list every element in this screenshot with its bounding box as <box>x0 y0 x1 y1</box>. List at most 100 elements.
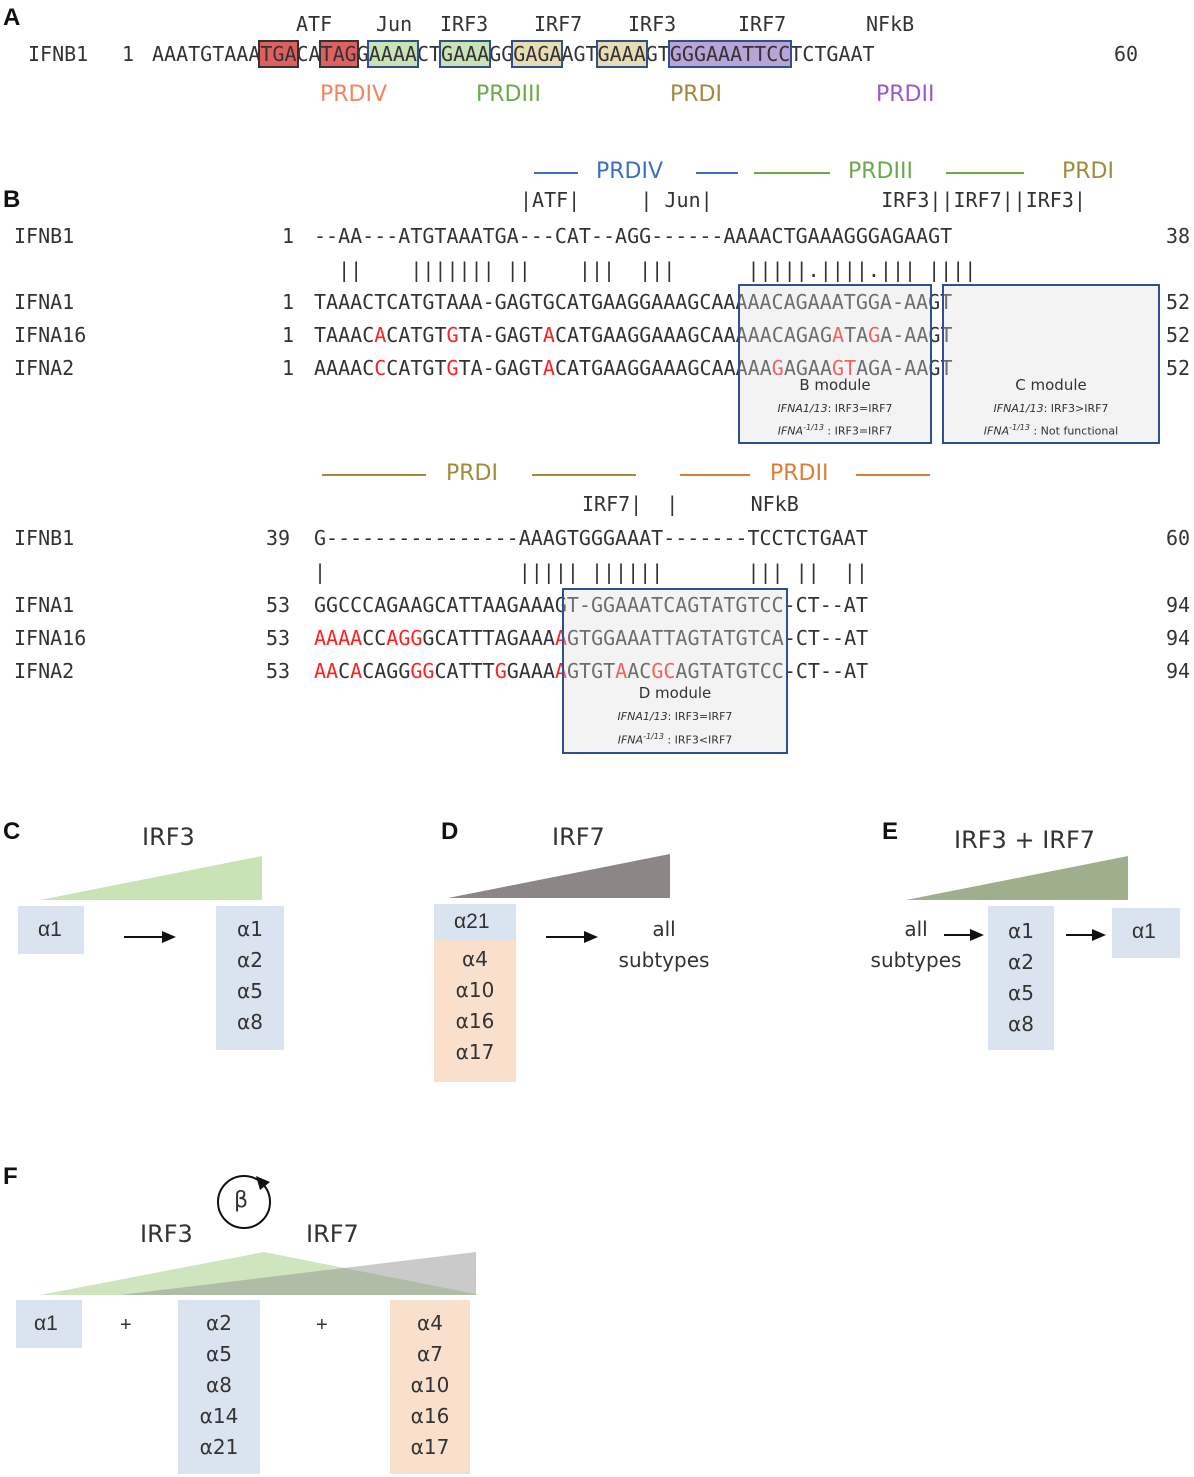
d-peach-box <box>434 940 516 1082</box>
b2-tf-labels: IRF7| | NFkB <box>582 492 799 516</box>
f-plus-1: + <box>120 1314 132 1336</box>
d-title: IRF7 <box>552 823 605 851</box>
tf-label-jun: Jun <box>376 12 413 36</box>
d-top-alpha21: α21 <box>454 910 490 933</box>
b1-seq-ifnb1: --AA---ATGTAAATGA---CAT--AGG------AAAACT… <box>314 224 953 248</box>
b-region-prdii: PRDII <box>770 461 829 486</box>
b-module-box: B module IFNA1/13: IRF3=IRF7 IFNA-1/13 :… <box>738 284 932 444</box>
c-irf3-gradient <box>40 856 262 900</box>
f-g1-alpha1: α1 <box>34 1312 58 1335</box>
panel-a-gene: IFNB1 <box>28 42 89 66</box>
c-left-box <box>18 906 84 954</box>
e-end-box <box>1112 908 1180 958</box>
b-module-title: B module <box>799 376 871 394</box>
e-mid-box <box>988 906 1054 1050</box>
irf3-site-2: GAGA <box>511 40 564 68</box>
tf-label-irf7: IRF7 <box>534 12 583 36</box>
panel-label-f: F <box>3 1163 18 1190</box>
b1-gene-ifna16: IFNA16 <box>14 323 87 347</box>
d-irf7-gradient <box>448 854 670 898</box>
d-module-title: D module <box>638 684 712 702</box>
c-title: IRF3 <box>142 823 195 851</box>
b-region-prdi: PRDI <box>1062 159 1114 184</box>
b2-start-ifna1: 53 <box>266 593 291 617</box>
b2-gene-ifna16: IFNA16 <box>14 626 87 650</box>
f-g1-box <box>16 1300 82 1348</box>
prdiv-bar-right <box>696 172 738 174</box>
panel-a-start: 1 <box>122 42 135 66</box>
b-module-line1: IFNA1/13: IRF3=IRF7 <box>777 402 893 415</box>
b-tf-labels: |ATF| | Jun| IRF3||IRF7||IRF3| <box>520 188 1086 212</box>
tf-label-irf3-2: IRF3 <box>628 12 677 36</box>
e-end-alpha1: α1 <box>1132 920 1156 943</box>
irf7-site-2: GAAA <box>595 40 648 68</box>
d-module-box: D module IFNA1/13: IRF3=IRF7 IFNA-1/13 :… <box>562 588 788 754</box>
beta-symbol: β <box>234 1188 249 1213</box>
b1-start-ifna1: 1 <box>282 290 295 314</box>
b1-end-ifnb1: 38 <box>1166 224 1191 248</box>
jun-site: TAG <box>318 40 359 68</box>
b2-gene-ifnb1: IFNB1 <box>14 526 75 550</box>
d-module-line1: IFNA1/13: IRF3=IRF7 <box>617 710 733 723</box>
b1-end-ifna16: 52 <box>1166 323 1191 347</box>
panel-a-sequence: AAATGTAAATGACATAGGAAAACTGAAAGGGAGAAGTGAA… <box>152 40 875 68</box>
b2-start-ifna16: 53 <box>266 626 291 650</box>
b1-start-ifna2: 1 <box>282 356 295 380</box>
tf-label-atf: ATF <box>296 12 333 36</box>
region-prdi: PRDI <box>670 82 722 107</box>
b1-seq-ifna16: TAAACACATGTGTA-GAGTACATGAAGGAAAGCAAAAACA… <box>314 323 953 347</box>
prdi-bar-right <box>532 474 636 476</box>
panel-label-d: D <box>441 818 459 845</box>
panel-label-c: C <box>3 818 21 845</box>
d-top-box <box>434 904 516 940</box>
prdiii-bar-left <box>754 172 830 174</box>
b1-match-line: || ||||||| || ||| ||| |||||.||||.||| |||… <box>314 258 977 282</box>
c-module-box: C module IFNA1/13: IRF3>IRF7 IFNA-1/13 :… <box>942 284 1160 444</box>
b1-start-ifnb1: 1 <box>282 224 295 248</box>
c-arrow-icon <box>124 931 176 943</box>
e-title: IRF3 + IRF7 <box>954 826 1096 854</box>
b2-end-ifnb1: 60 <box>1166 526 1191 550</box>
b2-gene-ifna1: IFNA1 <box>14 593 75 617</box>
b2-seq-ifna16: AAAACCAGGGCATTTAGAAAAGTGGAAATTAGTATGTCA-… <box>314 626 869 650</box>
irf7-site: GAAA <box>439 40 492 68</box>
f-g2-box <box>178 1300 260 1474</box>
b1-seq-ifna1: TAAACTCATGTAAA-GAGTGCATGAAGGAAAGCAAAAACA… <box>314 290 953 314</box>
f-irf7-label: IRF7 <box>306 1220 359 1248</box>
b2-match-line: | ||||| |||||| ||| || || <box>314 560 868 584</box>
f-gradients <box>40 1252 480 1295</box>
b2-seq-ifnb1: G----------------AAAGTGGGAAAT-------TCCT… <box>314 526 868 550</box>
panel-a-end: 60 <box>1114 42 1139 66</box>
c-left-alpha1: α1 <box>38 918 62 941</box>
irf3-site: AAAA <box>366 40 419 68</box>
tf-label-irf3: IRF3 <box>440 12 489 36</box>
panel-label-a: A <box>3 4 21 31</box>
prdii-bar-left <box>680 474 750 476</box>
prdiv-bar-left <box>534 172 578 174</box>
f-plus-2: + <box>316 1314 328 1336</box>
b1-start-ifna16: 1 <box>282 323 295 347</box>
b2-seq-ifna2: AACACAGGGGCATTTGGAAAAGTGTAACGCAGTATGTCC-… <box>314 659 869 683</box>
d-arrow-icon <box>546 931 598 943</box>
b2-end-ifna1: 94 <box>1166 593 1191 617</box>
e-combined-gradient <box>906 856 1128 900</box>
b1-gene-ifnb1: IFNB1 <box>14 224 75 248</box>
region-prdiv: PRDIV <box>320 82 388 107</box>
b-region-prdi-2: PRDI <box>446 461 498 486</box>
b1-end-ifna2: 52 <box>1166 356 1191 380</box>
d-module-line2: IFNA-1/13 : IRF3<IRF7 <box>617 732 733 747</box>
prdi-bar-left <box>322 474 426 476</box>
region-prdii: PRDII <box>876 82 935 107</box>
b2-end-ifna2: 94 <box>1166 659 1191 683</box>
b2-end-ifna16: 94 <box>1166 626 1191 650</box>
b-module-line2: IFNA-1/13 : IRF3=IRF7 <box>777 423 893 438</box>
c-module-line1: IFNA1/13: IRF3>IRF7 <box>993 402 1109 415</box>
